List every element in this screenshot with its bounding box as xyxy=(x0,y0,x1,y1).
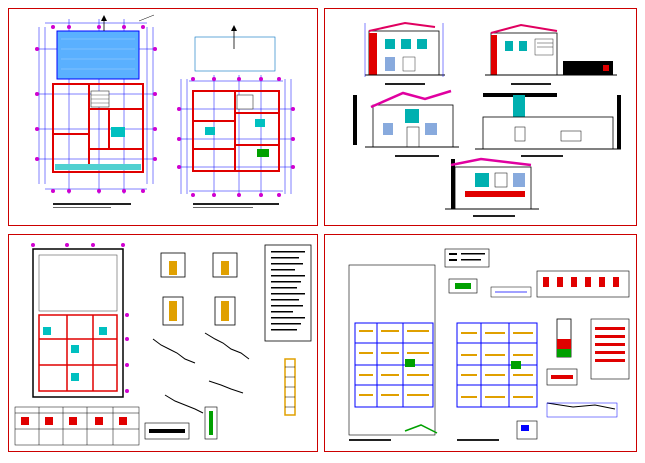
notes-lines xyxy=(271,251,305,331)
pool-hatch xyxy=(61,38,135,70)
elevation-title-3 xyxy=(395,155,439,157)
elevation-front xyxy=(364,21,445,77)
sheet-floor-plans[interactable] xyxy=(8,8,318,226)
left-plan-title-bar xyxy=(53,203,131,205)
structural-drawing xyxy=(348,248,630,440)
front-terrace xyxy=(55,164,141,170)
footing-details xyxy=(160,252,238,326)
left-plan-grid-nodes xyxy=(35,25,157,193)
elevations-drawing xyxy=(353,21,621,210)
elevation-title-1 xyxy=(385,83,425,85)
right-plan-dimension-lines xyxy=(177,75,295,197)
sheet-elevations[interactable] xyxy=(324,8,637,226)
bath-fixture xyxy=(111,127,125,137)
roof-outline xyxy=(194,36,276,72)
legend-box xyxy=(444,248,490,268)
foundation-plan xyxy=(31,243,129,398)
pool-area xyxy=(56,30,140,80)
upper-stair xyxy=(236,94,254,110)
foundation-drawing xyxy=(14,243,312,446)
elevation-title-5 xyxy=(473,215,515,217)
sheet-foundation[interactable] xyxy=(8,234,318,452)
slab-plan-title-1 xyxy=(349,439,391,441)
beam-sections xyxy=(536,270,630,298)
sheet-structural[interactable] xyxy=(324,234,637,452)
elevation-side xyxy=(485,23,617,76)
right-plan-walls xyxy=(192,90,280,172)
floor-plans-drawing xyxy=(35,14,295,197)
right-plan-grid-nodes xyxy=(177,77,295,197)
elevation-right xyxy=(475,93,621,150)
elevation-title-2 xyxy=(511,83,551,85)
stair-section xyxy=(152,332,250,414)
stair-steps xyxy=(91,94,109,104)
elevation-rear xyxy=(353,89,459,148)
left-slab-plan xyxy=(354,322,434,408)
right-slab-plan xyxy=(456,322,538,408)
slab-plan-title-2 xyxy=(457,439,499,441)
elevation-section xyxy=(445,157,539,210)
upper-bath-fixture xyxy=(255,119,265,127)
elevation-title-4 xyxy=(521,155,563,157)
right-plan-title-bar xyxy=(193,203,279,205)
left-plan-walls xyxy=(52,83,144,173)
structural-outline xyxy=(348,264,436,436)
left-plan-dimension-lines xyxy=(35,19,157,194)
rebar-schedule-table xyxy=(14,406,140,446)
column-detail xyxy=(284,358,296,416)
